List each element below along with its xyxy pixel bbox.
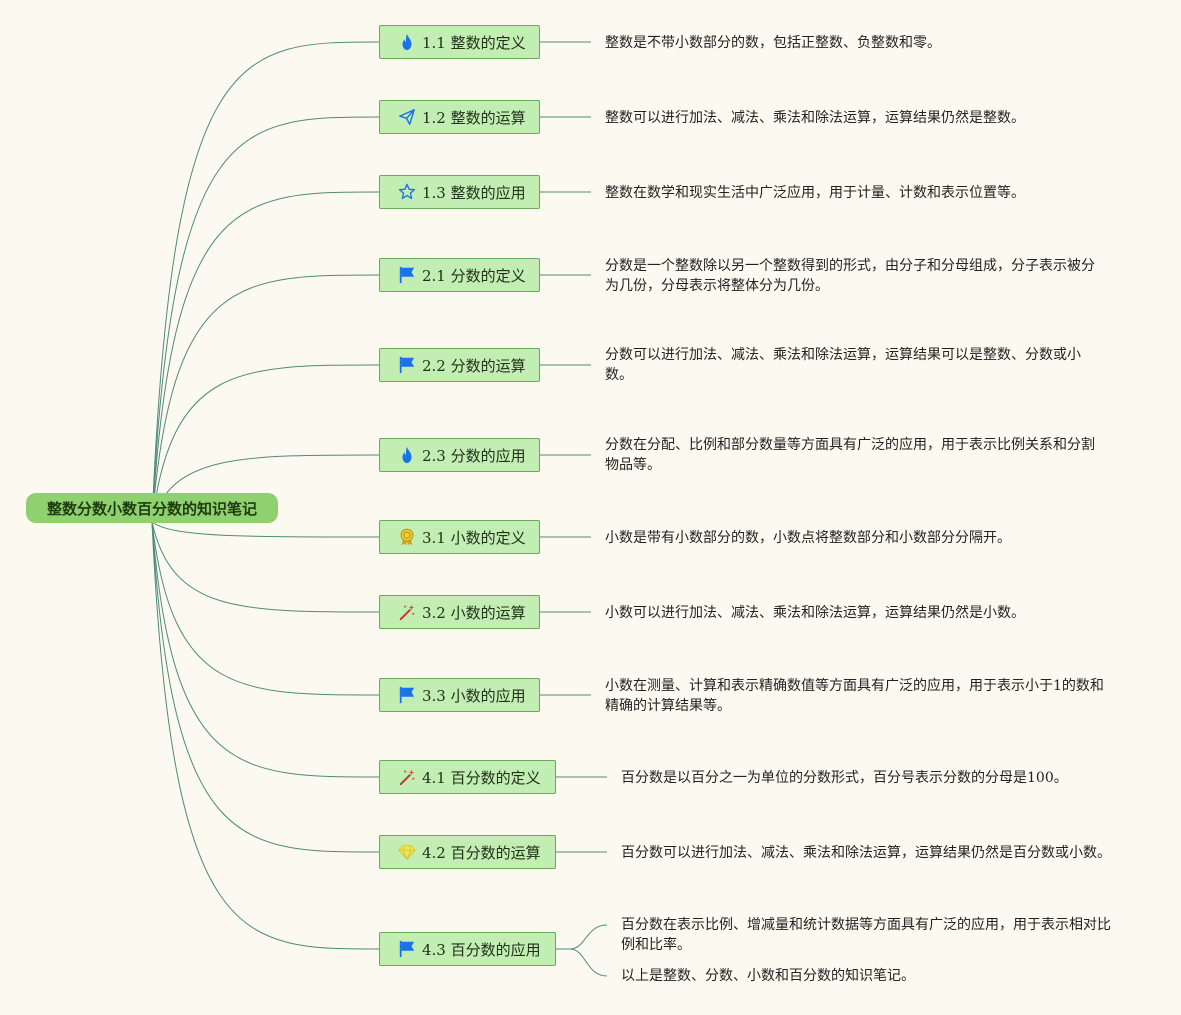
topic-label: 3.3 小数的应用 bbox=[422, 686, 526, 705]
magic-wand-icon bbox=[398, 768, 416, 786]
topic-label: 2.1 分数的定义 bbox=[422, 266, 526, 285]
flag-icon bbox=[398, 940, 416, 958]
topic-4-1[interactable]: 4.1 百分数的定义 bbox=[379, 760, 556, 794]
topic-label: 1.1 整数的定义 bbox=[422, 33, 526, 52]
connector-topic-note bbox=[556, 924, 608, 950]
note-2-3[interactable]: 分数在分配、比例和部分数量等方面具有广泛的应用，用于表示比例关系和分割物品等。 bbox=[605, 437, 1095, 473]
topic-2-2[interactable]: 2.2 分数的运算 bbox=[379, 348, 540, 382]
connector-root-topic bbox=[151, 521, 380, 696]
topic-3-1[interactable]: 3.1 小数的定义 bbox=[379, 520, 540, 554]
topic-label: 3.2 小数的运算 bbox=[422, 603, 526, 622]
topic-2-3[interactable]: 2.3 分数的应用 bbox=[379, 438, 540, 472]
topic-4-2[interactable]: 4.2 百分数的运算 bbox=[379, 835, 556, 869]
connector-root-topic bbox=[151, 41, 380, 523]
magic-wand-icon bbox=[398, 603, 416, 621]
note-3-3[interactable]: 小数在测量、计算和表示精确数值等方面具有广泛的应用，用于表示小于1的数和精确的计… bbox=[605, 678, 1104, 714]
topic-label: 2.2 分数的运算 bbox=[422, 356, 526, 375]
diamond-icon bbox=[398, 843, 416, 861]
connector-root-topic bbox=[151, 521, 380, 778]
connector-root-topic bbox=[151, 274, 380, 523]
note-1-1[interactable]: 整数是不带小数部分的数，包括正整数、负整数和零。 bbox=[605, 35, 941, 51]
note-4-1[interactable]: 百分数是以百分之一为单位的分数形式，百分号表示分数的分母是100。 bbox=[621, 770, 1068, 786]
flag-icon bbox=[398, 266, 416, 284]
note-4-2[interactable]: 百分数可以进行加法、减法、乘法和除法运算，运算结果仍然是百分数或小数。 bbox=[621, 845, 1111, 861]
connector-root-topic bbox=[151, 191, 380, 523]
connector-root-topic bbox=[151, 364, 380, 523]
note-4-3-2[interactable]: 以上是整数、分数、小数和百分数的知识笔记。 bbox=[621, 968, 915, 984]
connector-root-topic bbox=[151, 521, 380, 613]
topic-2-1[interactable]: 2.1 分数的定义 bbox=[379, 258, 540, 292]
topic-4-3[interactable]: 4.3 百分数的应用 bbox=[379, 932, 556, 966]
connector-root-topic bbox=[151, 521, 380, 950]
topic-label: 4.2 百分数的运算 bbox=[422, 843, 541, 862]
topic-3-3[interactable]: 3.3 小数的应用 bbox=[379, 678, 540, 712]
connector-topic-note bbox=[556, 948, 608, 977]
topic-label: 4.1 百分数的定义 bbox=[422, 768, 541, 787]
topic-label: 1.2 整数的运算 bbox=[422, 108, 526, 127]
fire-icon bbox=[398, 33, 416, 51]
award-icon bbox=[398, 528, 416, 546]
flag-icon bbox=[398, 356, 416, 374]
note-2-2[interactable]: 分数可以进行加法、减法、乘法和除法运算，运算结果可以是整数、分数或小数。 bbox=[605, 347, 1081, 383]
note-3-1[interactable]: 小数是带有小数部分的数，小数点将整数部分和小数部分分隔开。 bbox=[605, 530, 1011, 546]
topic-label: 4.3 百分数的应用 bbox=[422, 940, 541, 959]
star-icon bbox=[398, 183, 416, 201]
topic-3-2[interactable]: 3.2 小数的运算 bbox=[379, 595, 540, 629]
topic-label: 3.1 小数的定义 bbox=[422, 528, 526, 547]
note-3-2[interactable]: 小数可以进行加法、减法、乘法和除法运算，运算结果仍然是小数。 bbox=[605, 605, 1025, 621]
note-1-2[interactable]: 整数可以进行加法、减法、乘法和除法运算，运算结果仍然是整数。 bbox=[605, 110, 1025, 126]
connector-root-topic bbox=[151, 116, 380, 523]
note-1-3[interactable]: 整数在数学和现实生活中广泛应用，用于计量、计数和表示位置等。 bbox=[605, 185, 1025, 201]
note-2-1[interactable]: 分数是一个整数除以另一个整数得到的形式，由分子和分母组成，分子表示被分为几份，分… bbox=[605, 258, 1095, 294]
topic-1-2[interactable]: 1.2 整数的运算 bbox=[379, 100, 540, 134]
topic-label: 1.3 整数的应用 bbox=[422, 183, 526, 202]
topic-1-1[interactable]: 1.1 整数的定义 bbox=[379, 25, 540, 59]
topic-1-3[interactable]: 1.3 整数的应用 bbox=[379, 175, 540, 209]
topic-label: 2.3 分数的应用 bbox=[422, 446, 526, 465]
connector-root-topic bbox=[151, 521, 380, 538]
connector-root-topic bbox=[151, 521, 380, 853]
note-4-3-1[interactable]: 百分数在表示比例、增减量和统计数据等方面具有广泛的应用，用于表示相对比例和比率。 bbox=[621, 917, 1111, 953]
fire-icon bbox=[398, 446, 416, 464]
flag-icon bbox=[398, 686, 416, 704]
central-topic[interactable]: 整数分数小数百分数的知识笔记 bbox=[26, 493, 278, 523]
paper-plane-icon bbox=[398, 108, 416, 126]
